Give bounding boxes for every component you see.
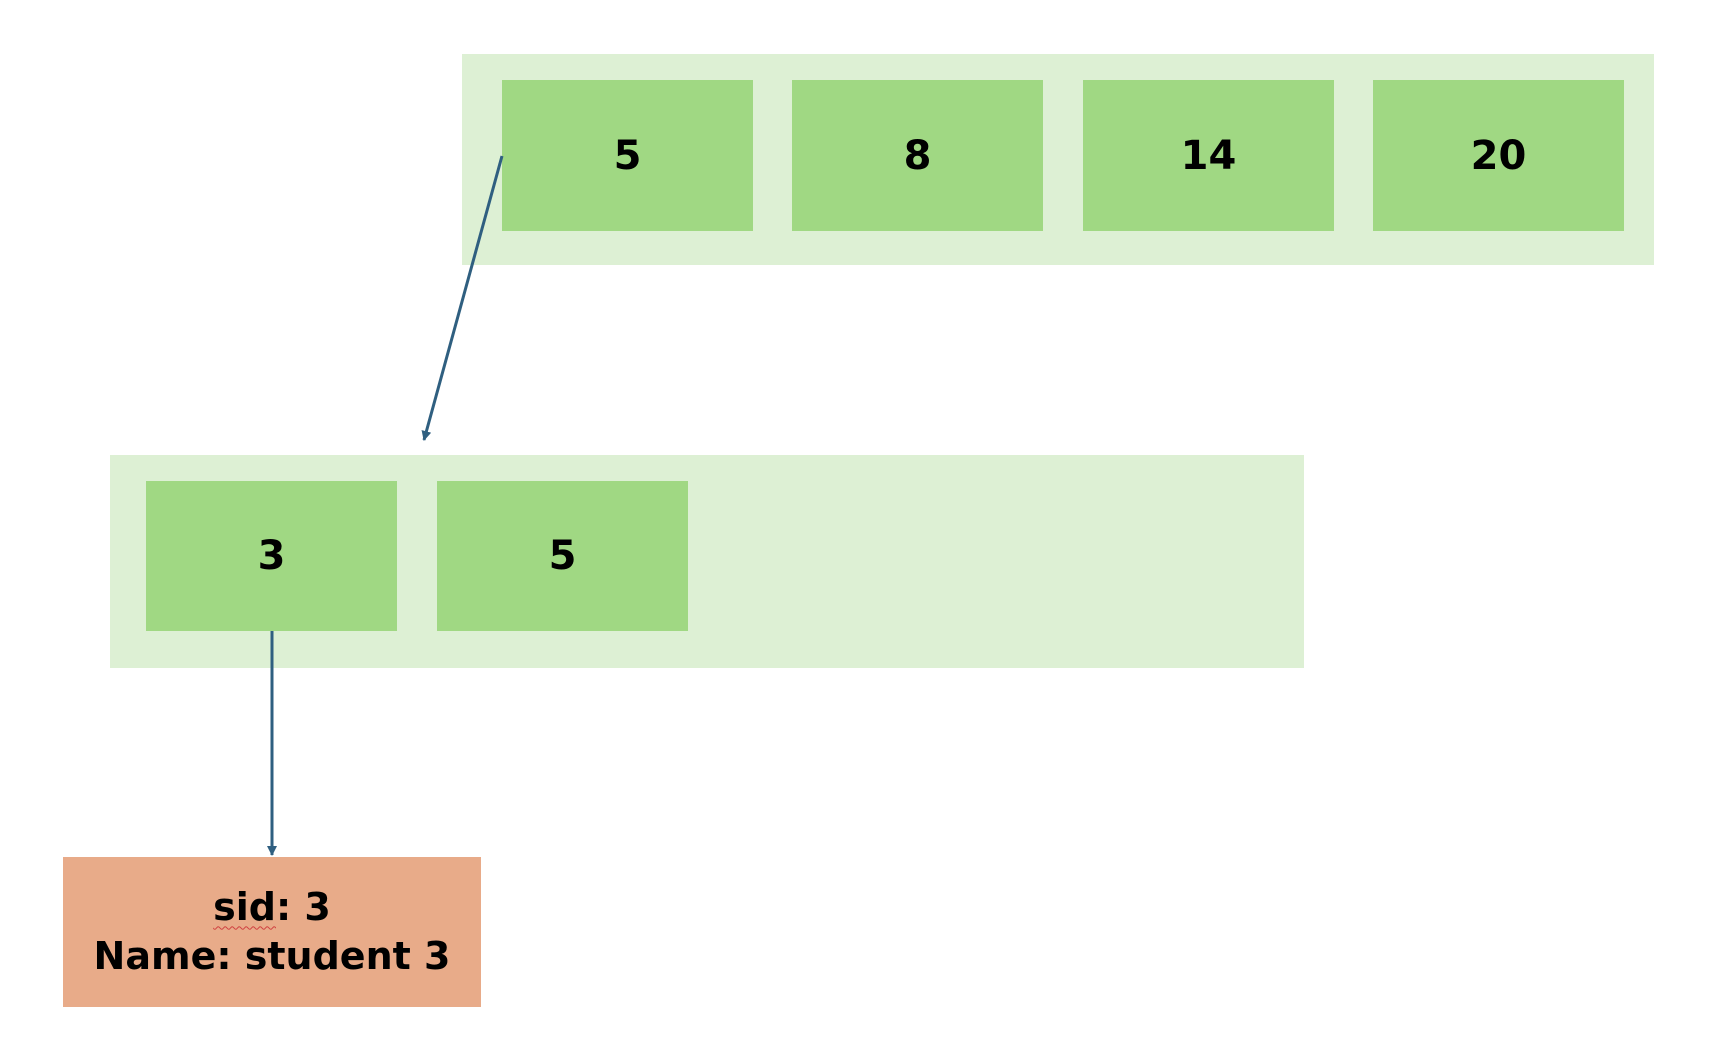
- record-sid-label: sid: [213, 884, 276, 929]
- root-key-20: 20: [1373, 80, 1624, 231]
- record-sid-line: sid: 3: [213, 883, 331, 932]
- root-key-14: 14: [1083, 80, 1334, 231]
- student-record: sid: 3 Name: student 3: [63, 857, 481, 1007]
- child-key-5: 5: [437, 481, 688, 631]
- child-key-3: 3: [146, 481, 397, 631]
- record-sid-separator: :: [275, 884, 305, 929]
- record-name-line: Name: student 3: [93, 934, 451, 978]
- root-to-child-arrow: [421, 155, 504, 441]
- root-key-8: 8: [792, 80, 1043, 231]
- root-key-5: 5: [502, 80, 753, 231]
- record-sid-value: 3: [304, 884, 331, 929]
